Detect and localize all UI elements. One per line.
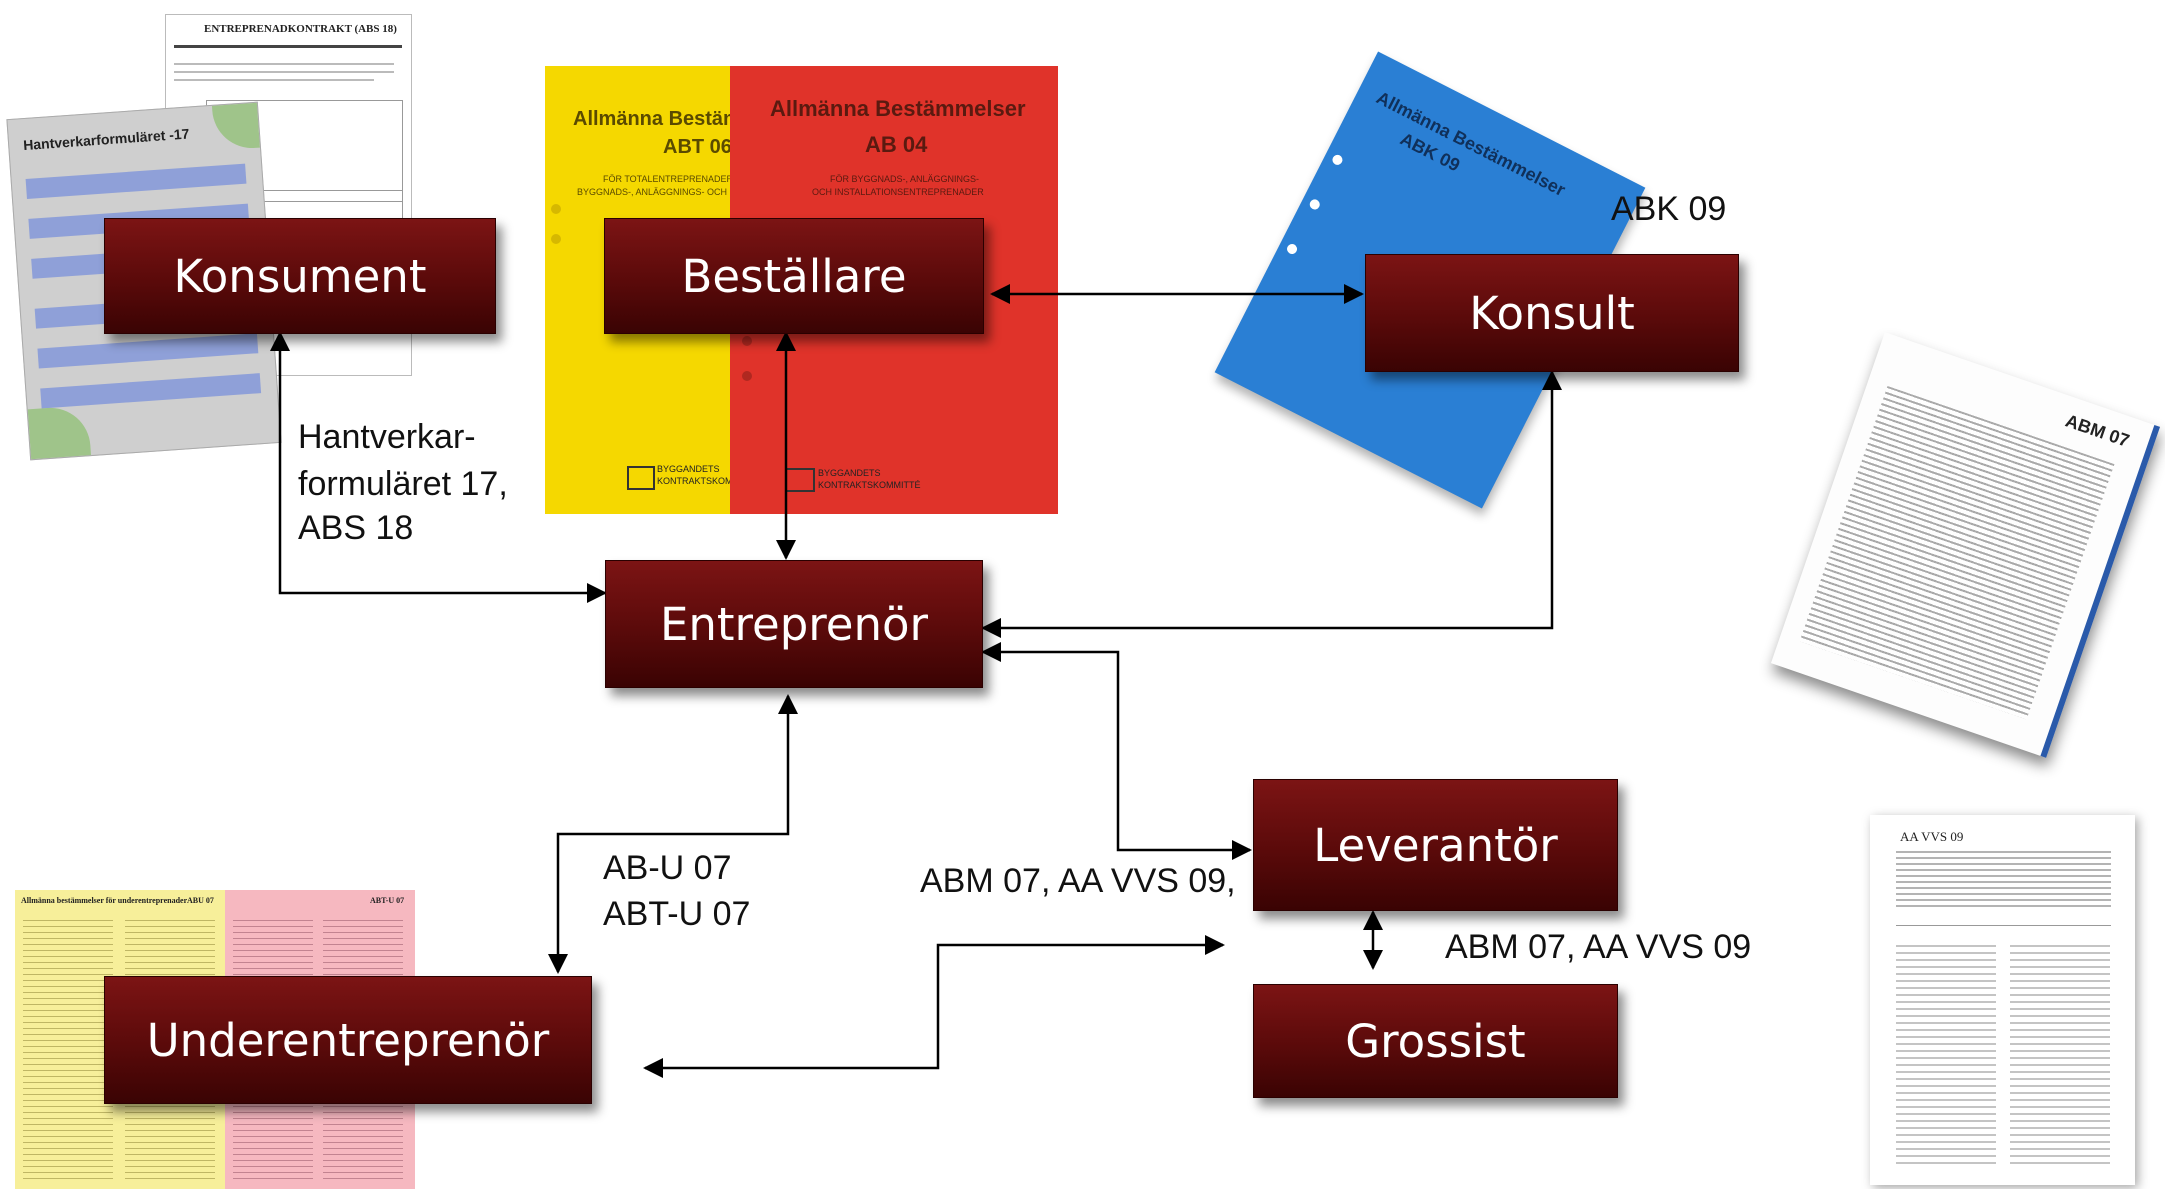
ab04-code: AB 04 bbox=[865, 132, 928, 157]
arrow-entreprenor-leverantor bbox=[981, 642, 1252, 860]
node-grossist: Grossist bbox=[1253, 984, 1618, 1098]
abt06-code: ABT 06 bbox=[663, 136, 732, 158]
label-hantverkar-3: ABS 18 bbox=[298, 509, 414, 547]
node-underentreprenor: Underentreprenör bbox=[104, 976, 592, 1104]
arrow-konsument-entreprenor bbox=[270, 331, 607, 603]
bkk-left-2: KONTRAKTSKOMM bbox=[657, 476, 735, 486]
label-abk09: ABK 09 bbox=[1611, 190, 1727, 228]
abu-doc-title: Allmänna bestämmelser för underentrepren… bbox=[21, 896, 188, 905]
node-konsult: Konsult bbox=[1365, 254, 1739, 372]
aavvs09-doc-title: AA VVS 09 bbox=[1900, 829, 1964, 844]
aavvs09-document: AA VVS 09 bbox=[1870, 815, 2135, 1185]
label-hantverkar-2: formuläret 17, bbox=[298, 465, 508, 503]
label-abtu07: ABT-U 07 bbox=[603, 895, 751, 933]
ab04-sub-2: OCH INSTALLATIONSENTREPRENADER bbox=[812, 187, 984, 197]
node-bestallare: Beställare bbox=[604, 218, 984, 334]
node-leverantor: Leverantör bbox=[1253, 779, 1618, 911]
abt06-sub-1: FÖR TOTALENTREPRENADER bbox=[603, 174, 734, 184]
arrow-underentreprenor-grossist bbox=[643, 935, 1225, 1078]
label-abu07: AB-U 07 bbox=[603, 849, 732, 887]
abt06-title: Allmänna Bestäm bbox=[573, 108, 735, 130]
ab04-sub-1: FÖR BYGGNADS-, ANLÄGGNINGS- bbox=[830, 174, 980, 184]
bkk-right-2: KONTRAKTSKOMMITTÉ bbox=[818, 480, 921, 490]
ab04-title: Allmänna Bestämmelser bbox=[770, 96, 1026, 121]
entreprenadkontrakt-title: ENTREPRENADKONTRAKT (ABS 18) bbox=[204, 23, 397, 35]
abu-doc-code: ABU 07 bbox=[187, 896, 214, 905]
label-abm-aavvs-right: ABM 07, AA VVS 09 bbox=[1445, 928, 1752, 966]
abtu-doc-code: ABT-U 07 bbox=[370, 896, 405, 905]
label-hantverkar-1: Hantverkar- bbox=[298, 418, 476, 456]
bkk-right-1: BYGGANDETS bbox=[818, 468, 881, 478]
label-abm-aavvs-left: ABM 07, AA VVS 09, bbox=[920, 862, 1236, 900]
abt06-sub-2: BYGGNADS-, ANLÄGGNINGS- OCH INST bbox=[577, 187, 735, 197]
node-konsument: Konsument bbox=[104, 218, 496, 334]
arrow-konsult-entreprenor bbox=[981, 370, 1562, 638]
arrow-entreprenor-underentreprenor bbox=[548, 694, 798, 974]
node-entreprenor: Entreprenör bbox=[605, 560, 983, 688]
bkk-left-1: BYGGANDETS bbox=[657, 464, 720, 474]
